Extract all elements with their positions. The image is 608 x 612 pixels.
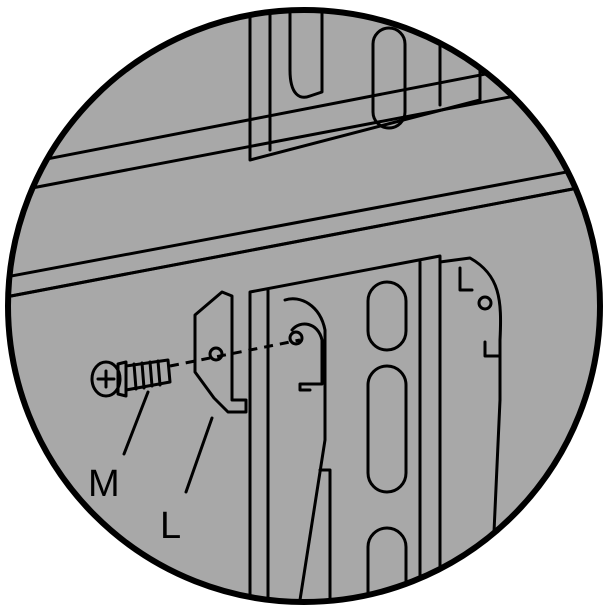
screw-m: [90, 358, 172, 398]
alignment-guide-line: [169, 338, 301, 368]
leader-line-m: [122, 390, 150, 456]
label-m: M: [88, 463, 120, 505]
vertical-rail-upper: [248, 10, 482, 162]
mounting-bracket-l: [193, 290, 324, 414]
label-l: L: [160, 505, 181, 547]
vertical-rail-lower: [248, 254, 442, 602]
right-bracket: [438, 256, 503, 602]
leader-line-l: [184, 416, 214, 494]
zoom-circle-border: [5, 7, 603, 605]
